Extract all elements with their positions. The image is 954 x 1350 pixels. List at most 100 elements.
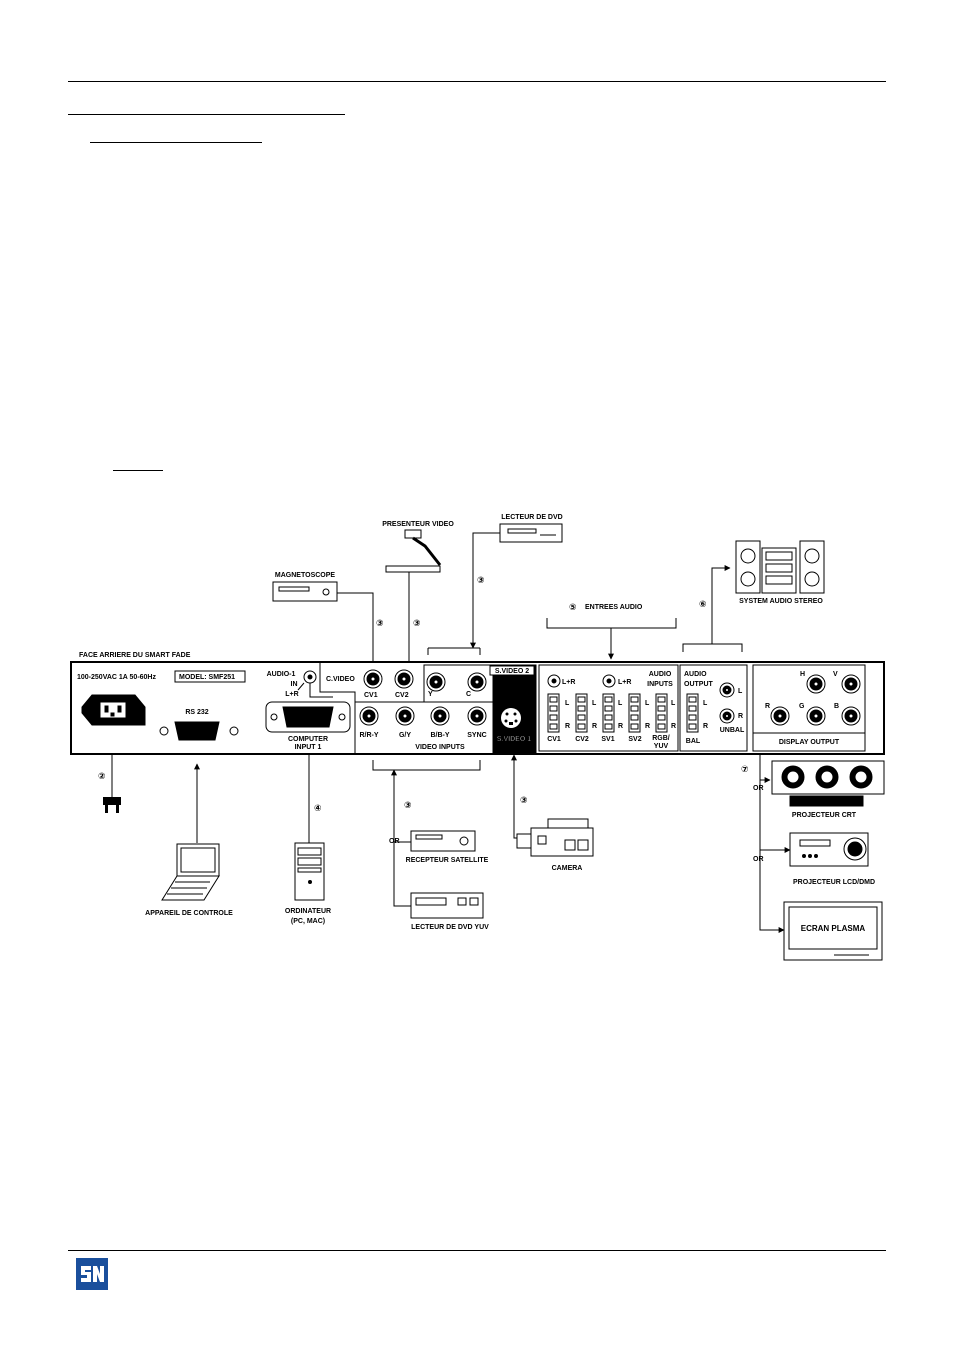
marker-6: ⑥ bbox=[699, 599, 707, 609]
marker-3-presenter: ③ bbox=[413, 618, 421, 628]
rs232-port[interactable] bbox=[159, 721, 239, 741]
stereo-system-label: SYSTEM AUDIO STEREO bbox=[739, 598, 823, 605]
bnc-ry[interactable] bbox=[359, 706, 379, 726]
audio-rgb-line1: RGB/ bbox=[652, 735, 670, 742]
bnc-y[interactable] bbox=[426, 672, 446, 692]
v-label: V bbox=[833, 671, 838, 678]
bnc-cv2[interactable] bbox=[394, 669, 414, 689]
bnc-b-out[interactable] bbox=[841, 706, 861, 726]
audio-inputs-line1: AUDIO bbox=[649, 671, 672, 678]
gy-label: G/Y bbox=[399, 732, 411, 739]
bnc-cv1[interactable] bbox=[363, 669, 383, 689]
marker-4: ④ bbox=[314, 803, 322, 813]
bnc-g-out[interactable] bbox=[806, 706, 826, 726]
audio-lr1-label: L+R bbox=[562, 679, 575, 686]
audio-output-line1: AUDIO bbox=[684, 671, 707, 678]
figure-label-underline bbox=[113, 470, 163, 471]
audio-lr2-jack[interactable] bbox=[602, 674, 616, 688]
audio1-jack[interactable] bbox=[303, 670, 317, 684]
y-label: Y bbox=[428, 691, 433, 698]
footer-rule bbox=[68, 1250, 886, 1251]
model-box bbox=[174, 670, 246, 683]
audio1-label-line1: AUDIO-1 bbox=[267, 671, 296, 678]
marker-3-dvd: ③ bbox=[477, 575, 485, 585]
video-section-frame bbox=[319, 662, 537, 755]
computer-tower-icon bbox=[294, 842, 325, 901]
terminal-sv1[interactable] bbox=[602, 693, 615, 733]
marker-3-component: ③ bbox=[404, 800, 412, 810]
camera-label: CAMERA bbox=[552, 865, 583, 872]
sv1-r: R bbox=[618, 723, 623, 730]
audio-inputs-frame bbox=[538, 664, 679, 752]
video-inputs-label: VIDEO INPUTS bbox=[415, 744, 465, 751]
audio-output-frame bbox=[679, 664, 748, 752]
b-out-label: B bbox=[834, 703, 839, 710]
power-inlet bbox=[81, 694, 146, 726]
marker-3-camera: ③ bbox=[520, 795, 528, 805]
terminal-cv1[interactable] bbox=[547, 693, 560, 733]
power-spec: 100-250VAC 1A 50-60Hz bbox=[77, 674, 156, 681]
audio1-label-line2: IN bbox=[291, 681, 298, 688]
display-output-frame bbox=[752, 664, 866, 752]
camera-device bbox=[516, 818, 594, 857]
sv2-r: R bbox=[645, 723, 650, 730]
presenter-label: PRESENTEUR VIDEO bbox=[382, 521, 454, 528]
or-label-satellite: OR bbox=[389, 838, 400, 845]
plasma-screen-device bbox=[783, 901, 883, 961]
satellite-receiver-device bbox=[410, 830, 476, 852]
power-plug-icon bbox=[103, 797, 121, 813]
dvd-yuv-label: LECTEUR DE DVD YUV bbox=[411, 924, 489, 931]
sv1-l: L bbox=[618, 700, 623, 707]
plasma-label: ECRAN PLASMA bbox=[801, 924, 866, 933]
display-output-label: DISPLAY OUTPUT bbox=[779, 739, 840, 746]
lcd-projector-label: PROJECTEUR LCD/DMD bbox=[793, 879, 875, 886]
connection-lines bbox=[111, 532, 791, 933]
computer-input-line2: INPUT 1 bbox=[295, 744, 322, 751]
cv2-l: L bbox=[592, 700, 597, 707]
out-l-label: L bbox=[738, 688, 743, 695]
rs232-label: RS 232 bbox=[185, 709, 208, 716]
marker-3-vcr: ③ bbox=[376, 618, 384, 628]
sv2-l: L bbox=[645, 700, 650, 707]
terminal-bal[interactable] bbox=[686, 693, 699, 733]
crt-projector-label: PROJECTEUR CRT bbox=[792, 812, 857, 819]
by-label: B/B-Y bbox=[430, 732, 449, 739]
sync-label: SYNC bbox=[467, 732, 486, 739]
audio-inputs-line2: INPUTS bbox=[647, 681, 673, 688]
bnc-gy[interactable] bbox=[395, 706, 415, 726]
bal-label: BAL bbox=[686, 738, 701, 745]
lcd-projector-device bbox=[789, 832, 869, 867]
rca-out-l[interactable] bbox=[719, 682, 735, 698]
computer-label-line1: ORDINATEUR bbox=[285, 908, 331, 915]
computer-input-line1: COMPUTER bbox=[288, 736, 328, 743]
terminal-cv2[interactable] bbox=[575, 693, 588, 733]
audio-output-line2: OUTPUT bbox=[684, 681, 714, 688]
cv1-label: CV1 bbox=[364, 692, 378, 699]
bnc-c[interactable] bbox=[467, 672, 487, 692]
bnc-h[interactable] bbox=[806, 674, 826, 694]
rgb-l: L bbox=[671, 700, 676, 707]
h-label: H bbox=[800, 671, 805, 678]
cv1-r: R bbox=[565, 723, 570, 730]
vcr-device bbox=[272, 581, 338, 602]
svideo2-tag bbox=[489, 665, 535, 676]
rgb-r: R bbox=[671, 723, 676, 730]
bnc-v[interactable] bbox=[841, 674, 861, 694]
computer-input-port[interactable] bbox=[265, 701, 351, 733]
satellite-label: RECEPTEUR SATELLITE bbox=[406, 857, 489, 864]
bnc-sync[interactable] bbox=[467, 706, 487, 726]
audio1-lr: L+R bbox=[285, 691, 298, 698]
bnc-by[interactable] bbox=[430, 706, 450, 726]
terminal-sv2[interactable] bbox=[628, 693, 641, 733]
or-label-lcd: OR bbox=[753, 856, 764, 863]
dvd-player-label: LECTEUR DE DVD bbox=[501, 514, 562, 521]
bnc-r-out[interactable] bbox=[770, 706, 790, 726]
audio-lr1-jack[interactable] bbox=[547, 674, 561, 688]
rca-out-r[interactable] bbox=[719, 708, 735, 724]
audio-sv2-label: SV2 bbox=[628, 736, 641, 743]
dvd-player-device bbox=[499, 523, 563, 543]
terminal-rgb[interactable] bbox=[655, 693, 668, 733]
stereo-system-device bbox=[735, 540, 825, 594]
svideo1-port[interactable] bbox=[501, 708, 521, 728]
